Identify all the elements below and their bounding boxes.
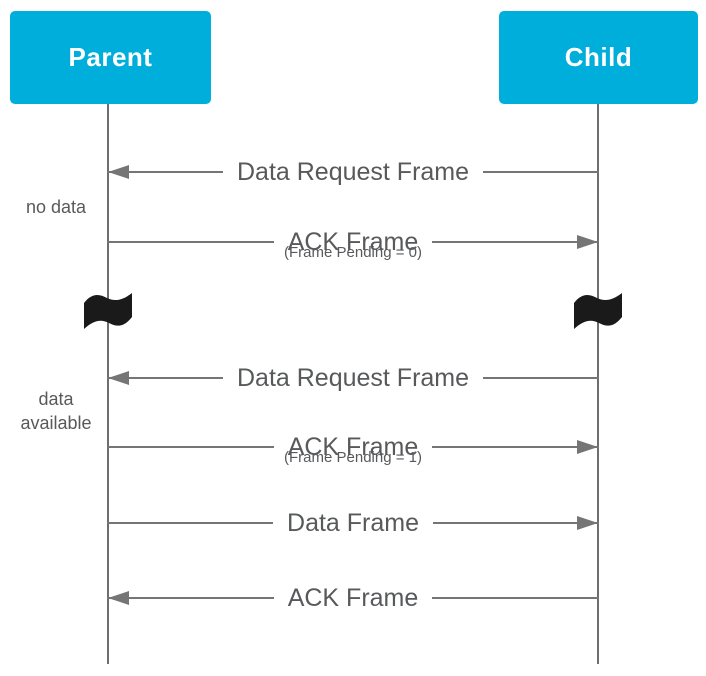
message-label: ACK Frame xyxy=(287,432,419,461)
message-data-request-2: Data Request Frame xyxy=(107,360,600,396)
message-label: Data Frame xyxy=(287,508,419,537)
message-label: Data Request Frame xyxy=(236,363,470,392)
message-sublabel: (Frame Pending = 1) xyxy=(284,448,422,466)
message-label: Data Request Frame xyxy=(236,157,470,186)
message-data-frame: Data Frame xyxy=(107,505,600,541)
message-ack-3: ACK Frame xyxy=(107,580,599,616)
arrow-right-icon xyxy=(577,516,598,530)
message-line xyxy=(107,445,274,449)
actor-label-child: Child xyxy=(564,42,633,72)
message-line xyxy=(483,376,600,380)
actor-label-parent: Parent xyxy=(68,42,153,72)
arrow-left-icon xyxy=(108,371,129,385)
message-line xyxy=(483,170,600,174)
arrow-right-icon xyxy=(577,235,598,249)
message-ack-1: ACK Frame (Frame Pending = 0) xyxy=(107,224,599,261)
message-line xyxy=(107,521,274,525)
message-line xyxy=(432,596,599,600)
side-note-no-data: no data xyxy=(25,197,87,217)
message-line xyxy=(107,170,223,174)
message-line xyxy=(107,376,223,380)
actor-box-child: Child xyxy=(499,11,698,104)
message-sublabel: (Frame Pending = 0) xyxy=(284,243,422,261)
message-line xyxy=(433,521,600,525)
time-break-flag-icon xyxy=(574,292,622,330)
actor-box-parent: Parent xyxy=(10,11,211,104)
side-note-data-available: data available xyxy=(20,389,92,433)
message-label: ACK Frame xyxy=(287,227,419,256)
arrow-left-icon xyxy=(108,591,129,605)
message-data-request-1: Data Request Frame xyxy=(107,154,600,190)
time-break-flag-icon xyxy=(84,292,132,330)
message-label: ACK Frame xyxy=(287,583,419,612)
arrow-right-icon xyxy=(577,440,598,454)
message-line xyxy=(107,596,274,600)
lifeline-child xyxy=(597,104,599,664)
message-line xyxy=(107,240,274,244)
arrow-left-icon xyxy=(108,165,129,179)
message-line xyxy=(432,240,599,244)
message-ack-2: ACK Frame (Frame Pending = 1) xyxy=(107,429,599,466)
message-line xyxy=(432,445,599,449)
